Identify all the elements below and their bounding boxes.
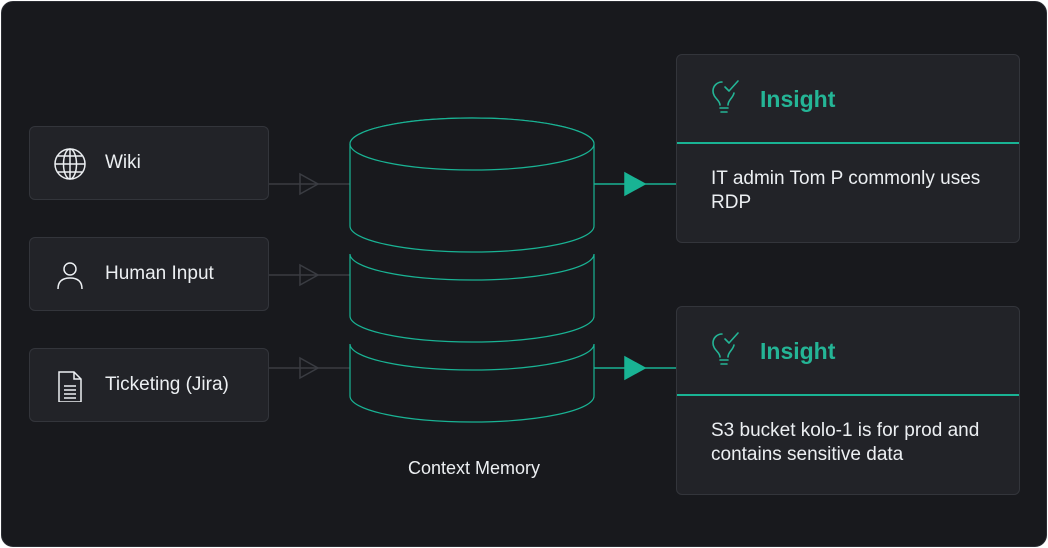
- insight-text: IT admin Tom P commonly uses RDP: [711, 168, 981, 213]
- insight-1-arrow-icon: [624, 171, 647, 197]
- source-label: Human Input: [105, 263, 214, 284]
- ticketing-arrow-icon: [299, 356, 320, 380]
- source-wiki: Wiki: [29, 126, 269, 200]
- source-human-input: Human Input: [29, 237, 269, 311]
- person-icon: [57, 262, 83, 290]
- wiki-arrow-icon: [299, 172, 320, 196]
- insight-card-1: Insight IT admin Tom P commonly uses RDP: [676, 54, 1020, 243]
- globe-icon: [54, 148, 86, 180]
- database-stack-icon: [349, 117, 595, 423]
- insight-2-arrow-icon: [624, 355, 647, 381]
- document-icon: [58, 371, 82, 402]
- insight-text: S3 bucket kolo-1 is for prod and contain…: [711, 420, 980, 465]
- insight-title: Insight: [760, 338, 836, 364]
- human-input-arrow-icon: [299, 263, 320, 287]
- insight-title: Insight: [760, 86, 836, 112]
- source-ticketing: Ticketing (Jira): [29, 348, 269, 422]
- lightbulb-check-icon: [712, 80, 739, 113]
- source-label: Wiki: [105, 152, 141, 173]
- lightbulb-check-icon: [712, 332, 739, 365]
- insight-header: Insight: [677, 55, 1019, 144]
- insight-card-2: Insight S3 bucket kolo-1 is for prod and…: [676, 306, 1020, 495]
- context-memory-label: Context Memory: [407, 458, 541, 478]
- source-label: Ticketing (Jira): [105, 374, 229, 395]
- insight-header: Insight: [677, 307, 1019, 396]
